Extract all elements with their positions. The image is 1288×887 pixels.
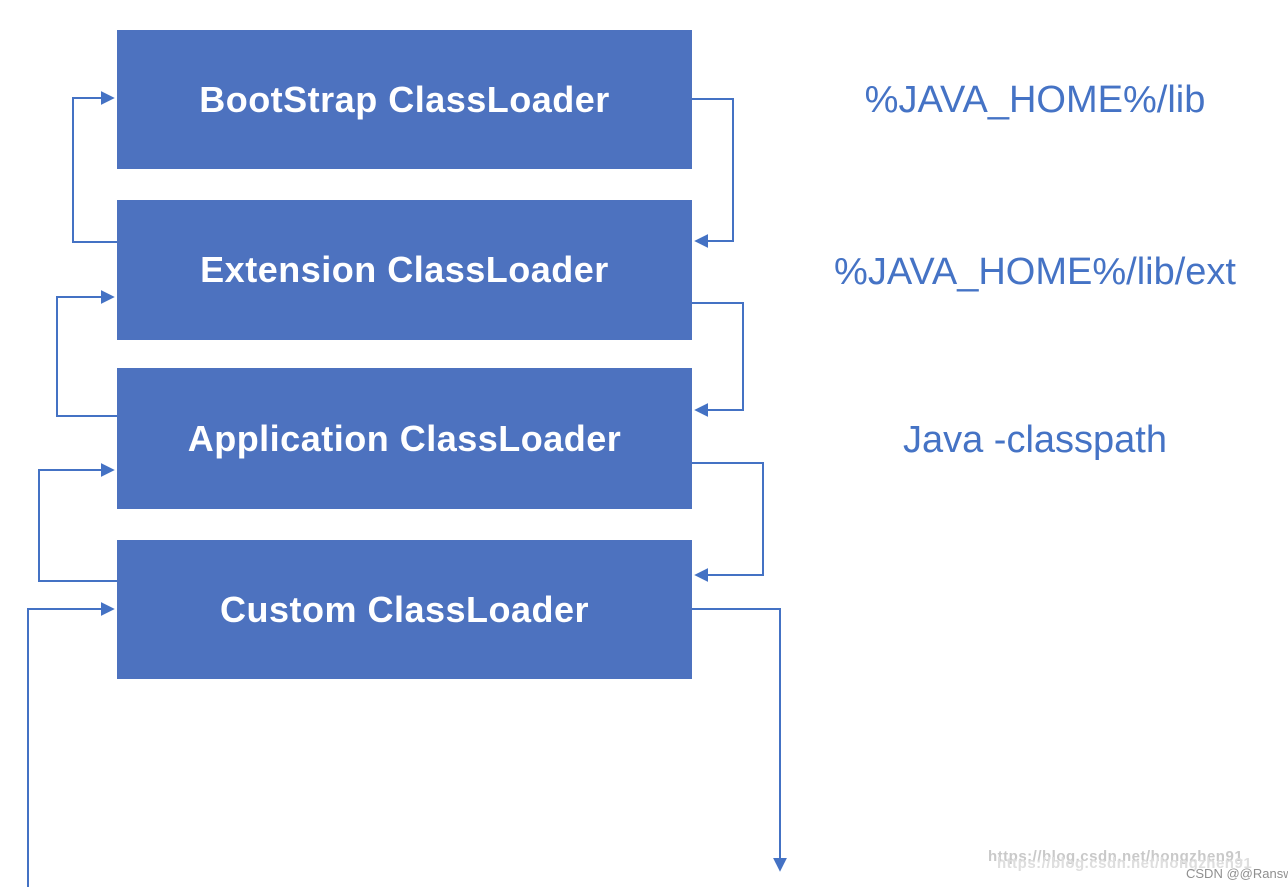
watermark-url-shadow: https://blog.csdn.net/hongzhen91 — [997, 855, 1253, 872]
arrow-extension-to-bootstrap — [72, 91, 117, 243]
arrow-custom-to-bottom — [692, 608, 787, 872]
arrow-application-to-extension — [56, 290, 117, 417]
arrow-custom-to-application — [38, 463, 117, 582]
custom-classloader-label: Custom ClassLoader — [219, 588, 590, 630]
box-bootstrap-classloader: BootStrap ClassLoader — [117, 30, 692, 169]
arrow-bootstrap-to-extension — [692, 98, 734, 248]
box-extension-classloader: Extension ClassLoader — [117, 200, 692, 340]
box-custom-classloader: Custom ClassLoader — [117, 540, 692, 679]
watermark-csdn-handle: CSDN @@Ransw — [1186, 866, 1288, 881]
annotation-java-home-lib-ext: %JAVA_HOME%/lib/ext — [834, 251, 1236, 293]
box-application-classloader: Application ClassLoader — [117, 368, 692, 509]
watermark-url: https://blog.csdn.net/hongzhen91 — [988, 848, 1244, 865]
annotation-java-home-lib: %JAVA_HOME%/lib — [864, 79, 1206, 121]
extension-classloader-label: Extension ClassLoader — [200, 249, 609, 290]
arrow-bottom-to-custom — [27, 602, 115, 887]
bootstrap-classloader-label: BootStrap ClassLoader — [199, 78, 610, 120]
arrow-application-to-custom — [692, 462, 764, 582]
arrow-extension-to-application — [692, 302, 744, 417]
annotation-java-classpath: Java -classpath — [902, 419, 1167, 461]
application-classloader-label: Application ClassLoader — [187, 417, 622, 459]
